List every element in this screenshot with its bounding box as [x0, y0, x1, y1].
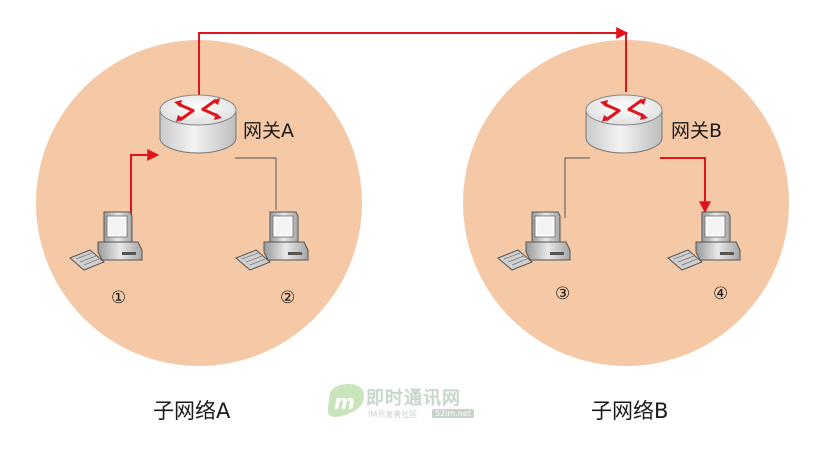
- subnet-b-circle: [463, 40, 789, 366]
- link-gatewayB-host3: [564, 157, 590, 218]
- watermark-title: 即时通讯网: [366, 388, 461, 409]
- subnet-a-circle: [36, 40, 362, 366]
- gateway-b-router-icon: [584, 93, 664, 155]
- path-gatewayB-to-host4: [660, 157, 711, 214]
- subnet-a-label: 子网络A: [153, 399, 231, 423]
- watermark-subtitle: IM开发者社区: [368, 410, 418, 419]
- host-2-label: ②: [280, 288, 296, 308]
- path-gatewayA-to-gatewayB: [198, 32, 627, 95]
- gateway-b-label: 网关B: [671, 120, 723, 142]
- path-host1-to-gatewayA: [130, 149, 160, 222]
- gateway-a-router-icon: [158, 93, 238, 155]
- watermark-logo-icon: [327, 384, 364, 417]
- gateway-a-label: 网关A: [243, 120, 294, 142]
- subnet-b-label: 子网络B: [591, 399, 669, 423]
- watermark-url: 52im.net: [432, 409, 474, 418]
- host-1-label: ①: [111, 288, 127, 308]
- watermark-logo-letter: m: [334, 390, 355, 414]
- link-gatewayA-host2: [235, 157, 277, 210]
- host-3-label: ③: [555, 284, 571, 304]
- host-4-label: ④: [713, 284, 729, 304]
